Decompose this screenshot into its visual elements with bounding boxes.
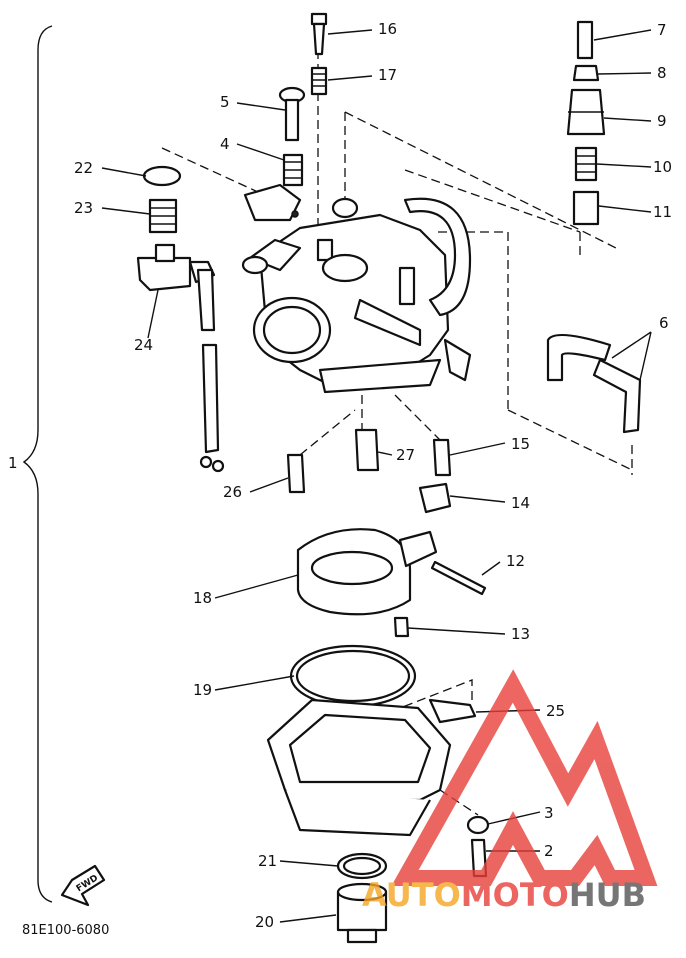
callout-1: 1 [8, 454, 18, 472]
callout-18: 18 [193, 589, 212, 607]
callout-numbers: 1 2 3 4 5 6 7 8 9 10 11 12 13 14 15 16 1… [8, 20, 672, 931]
callout-9: 9 [657, 112, 667, 130]
leader-lines [101, 29, 652, 923]
callout-14: 14 [511, 494, 530, 512]
callout-12: 12 [506, 552, 525, 570]
vent-hose [546, 333, 642, 434]
throttle-stop-spring [282, 153, 304, 187]
callout-24: 24 [134, 336, 153, 354]
catalog-code: 81E100-6080 [22, 923, 109, 938]
callout-13: 13 [511, 625, 530, 643]
callout-21: 21 [258, 852, 277, 870]
callout-25: 25 [546, 702, 565, 720]
float [296, 528, 438, 616]
watermark-hub: HUB [569, 876, 646, 914]
callout-4: 4 [220, 135, 230, 153]
plunger-cap [142, 165, 182, 187]
starter-cable-hose [199, 343, 225, 473]
callout-8: 8 [657, 64, 667, 82]
locknut [572, 64, 600, 82]
pilot-screw [310, 12, 328, 56]
needle-valve-clip [418, 482, 452, 514]
callout-27: 27 [396, 446, 415, 464]
alignment-lines [161, 50, 633, 816]
drain-plug [336, 882, 388, 944]
float-pin [430, 560, 487, 596]
callout-22: 22 [74, 159, 93, 177]
callout-11: 11 [653, 203, 672, 221]
callout-5: 5 [220, 93, 230, 111]
plunger-spring [148, 198, 178, 234]
float-bowl [266, 698, 452, 837]
callout-2: 2 [544, 842, 554, 860]
throttle-valve [572, 190, 600, 226]
callout-10: 10 [653, 158, 672, 176]
pilot-spring [310, 66, 328, 96]
carburetor-body [241, 183, 472, 394]
watermark-triangle [391, 669, 658, 886]
callout-17: 17 [378, 66, 397, 84]
callout-15: 15 [511, 435, 530, 453]
callout-16: 16 [378, 20, 397, 38]
fwd-arrow: FWD [60, 864, 106, 907]
float-pin-screw [393, 616, 410, 638]
main-jet [354, 428, 380, 472]
callout-26: 26 [223, 483, 242, 501]
callout-19: 19 [193, 681, 212, 699]
assembly-bracket [22, 25, 53, 903]
svg-text:AUTOMOTOHUB: AUTOMOTOHUB [362, 876, 646, 914]
float-bowl-gasket [289, 644, 417, 708]
throttle-valve-spring [574, 146, 598, 182]
starter-plunger [136, 243, 216, 332]
mixing-chamber-top [566, 88, 606, 136]
watermark-moto: MOTO [461, 876, 569, 914]
callout-6: 6 [659, 314, 669, 332]
needle-valve [432, 438, 452, 477]
throttle-stop-screw [278, 86, 306, 142]
drain-washer [466, 815, 490, 835]
callout-20: 20 [255, 913, 274, 931]
watermark-logo: AUTOMOTOHUB [362, 669, 658, 914]
bowl-bracket [428, 698, 477, 724]
callout-23: 23 [74, 199, 93, 217]
callout-3: 3 [544, 804, 554, 822]
cable-adjuster [576, 20, 594, 60]
watermark-auto: AUTO [362, 876, 461, 914]
plug-gasket [336, 852, 388, 880]
callout-7: 7 [657, 21, 667, 39]
pilot-jet [286, 453, 306, 494]
